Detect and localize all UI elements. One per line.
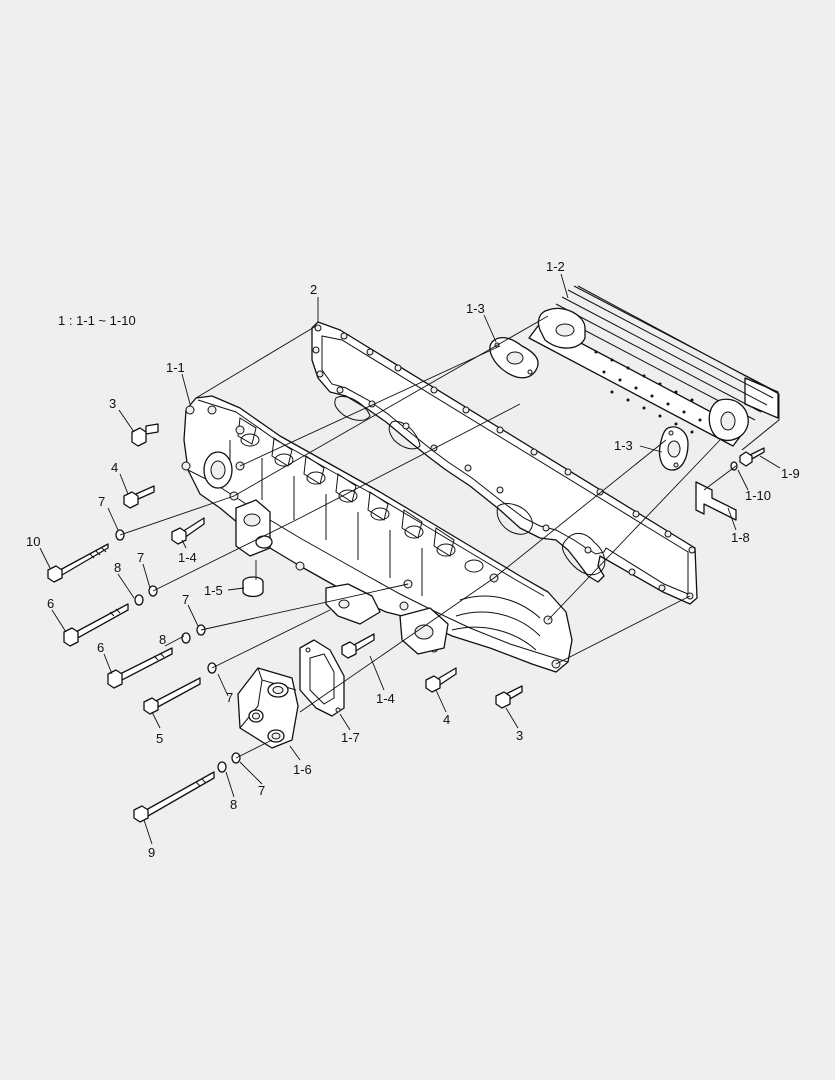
bolt-3-upper: [131, 423, 159, 447]
leader-lines: [39, 273, 781, 845]
callout-6-upper: 6: [47, 596, 54, 611]
gasket-1-3-lower: [658, 426, 689, 471]
callout-1-3-upper: 1-3: [466, 301, 485, 316]
callout-7-b: 7: [137, 550, 144, 565]
callout-10: 10: [26, 534, 40, 549]
callout-1-4-lower: 1-4: [376, 691, 395, 706]
callout-7-d: 7: [226, 690, 233, 705]
callout-1-6: 1-6: [293, 762, 312, 777]
callout-1-3-lower: 1-3: [614, 438, 633, 453]
bolt-9: [133, 771, 215, 823]
callout-1-1: 1-1: [166, 360, 185, 375]
callout-1-9: 1-9: [781, 466, 800, 481]
callout-1-5: 1-5: [204, 583, 223, 598]
bolt-1-9: [739, 447, 765, 467]
callout-9: 9: [148, 845, 155, 860]
washer-8-a: [134, 594, 144, 606]
gasket-1-3-upper: [489, 336, 539, 379]
callout-labels: 1-1 1-2 1-3 1-3 2 3 4 7 10 1-4 8 7 1-5 7…: [26, 259, 800, 860]
bolt-4-lower: [425, 667, 457, 693]
washer-1-10: [730, 461, 738, 471]
callout-7-e: 7: [258, 783, 265, 798]
callout-8-c: 8: [230, 797, 237, 812]
callout-3-upper: 3: [109, 396, 116, 411]
assembly-lines: [119, 315, 737, 759]
bolt-1-4-upper: [171, 517, 205, 545]
bolt-5: [143, 677, 201, 715]
bracket-1-8: [695, 481, 737, 521]
gasket-2: [311, 321, 698, 605]
callout-1-10: 1-10: [745, 488, 771, 503]
bolt-4-upper: [123, 485, 155, 509]
washer-8-c: [217, 761, 227, 773]
callout-6-lower: 6: [97, 640, 104, 655]
callout-8-a: 8: [114, 560, 121, 575]
callout-1-4-upper: 1-4: [178, 550, 197, 565]
bolt-1-4-lower: [341, 633, 375, 659]
callout-7-c: 7: [182, 592, 189, 607]
callout-1-7: 1-7: [341, 730, 360, 745]
oil-cooler-element: [528, 285, 780, 451]
bolt-6-upper: [63, 603, 129, 647]
filter-head-1-6: [237, 667, 299, 749]
callout-1-2: 1-2: [546, 259, 565, 274]
callout-4-upper: 4: [111, 460, 118, 475]
bolt-10: [47, 543, 109, 583]
oil-cooler-housing: [181, 395, 573, 673]
washer-8-b: [181, 632, 191, 644]
callout-3-lower: 3: [516, 728, 523, 743]
callout-8-b: 8: [159, 632, 166, 647]
callout-2: 2: [310, 282, 317, 297]
callout-4-lower: 4: [443, 712, 450, 727]
gasket-1-7: [299, 639, 345, 717]
callout-7-a: 7: [98, 494, 105, 509]
callout-1-8: 1-8: [731, 530, 750, 545]
plug-1-5: [242, 576, 264, 598]
bolt-6-lower: [107, 647, 173, 689]
callout-5: 5: [156, 731, 163, 746]
assembly-legend: 1 : 1-1 ~ 1-10: [58, 313, 136, 328]
bolt-3-lower: [495, 685, 523, 709]
